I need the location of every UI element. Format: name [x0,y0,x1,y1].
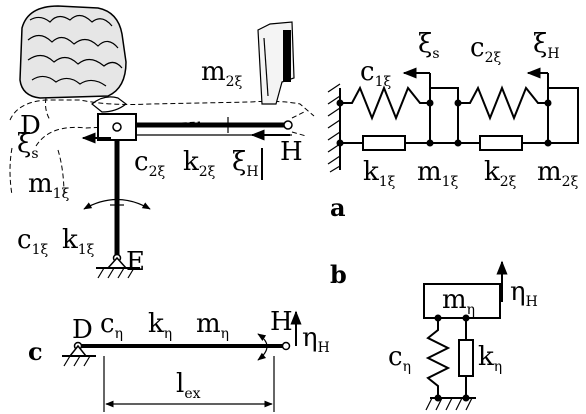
beam-rotation-arrow [257,333,268,361]
model-xi-h-label: ξH [533,29,560,62]
model-c1-label: c1ξ [360,57,391,90]
model-m1-label: m1ξ [417,157,459,190]
point-d-label: D [20,111,41,141]
beam-k-label: kη [148,309,172,342]
point-h-label: H [280,137,303,167]
arm-schematic [81,111,307,279]
arm-xi-s-label: ξs [17,129,39,162]
arm-xi-h-label: ξH [232,147,259,180]
tool-head-sketch [257,21,295,105]
beam-eta-h-label: ηH [302,323,330,356]
operator-arm-sketch [9,96,315,196]
pivot-h [283,120,293,130]
model-c2-label: c2ξ [470,33,501,66]
beam-pivot-h [281,341,291,351]
spring-c-eta [425,318,451,398]
panel-label-c: c [28,337,43,366]
beam-model-c [62,310,302,412]
beam-point-d-label: D [72,315,93,345]
spring-c2 [458,85,548,121]
mass-m2-box [547,87,579,144]
damper-k2 [479,135,523,151]
oscillator-eta-h-label: ηH [510,277,538,310]
beam-point-h-label: H [270,307,293,337]
mass-m1-box [429,87,459,144]
model-m2-label: m2ξ [537,157,579,190]
damper-k-eta [458,339,474,377]
chain-model-a [327,67,579,173]
panel-label-b: b [330,260,347,289]
operator-sketch [9,5,315,196]
arm-k2-label: k2ξ [183,147,216,180]
model-xi-s-label: ξs [418,29,440,62]
damper-k1 [362,135,406,151]
rotation-arrow-e [83,199,151,210]
point-e-label: E [126,247,145,277]
beam-c-label: cη [100,309,123,342]
arm-m1-label: m1ξ [28,169,70,202]
arm-c1-label: c1ξ [17,225,48,258]
model-k1-label: k1ξ [363,157,396,190]
oscillator-c-label: cη [388,342,411,375]
arm-k1-label: k1ξ [62,225,95,258]
beam-m-label: mη [196,309,229,342]
operator-head-sketch [19,5,127,121]
oscillator-m-label: mη [442,285,475,318]
model-k2-label: k2ξ [484,157,517,190]
panel-label-a: a [330,193,346,222]
beam-length-label: lex [176,369,201,402]
arm-m2-label: m2ξ [201,57,243,90]
oscillator-k-label: kη [478,342,502,375]
arm-c2-label: c2ξ [134,147,165,180]
oscillator-model-c [423,260,508,411]
spring-c1 [340,85,430,121]
